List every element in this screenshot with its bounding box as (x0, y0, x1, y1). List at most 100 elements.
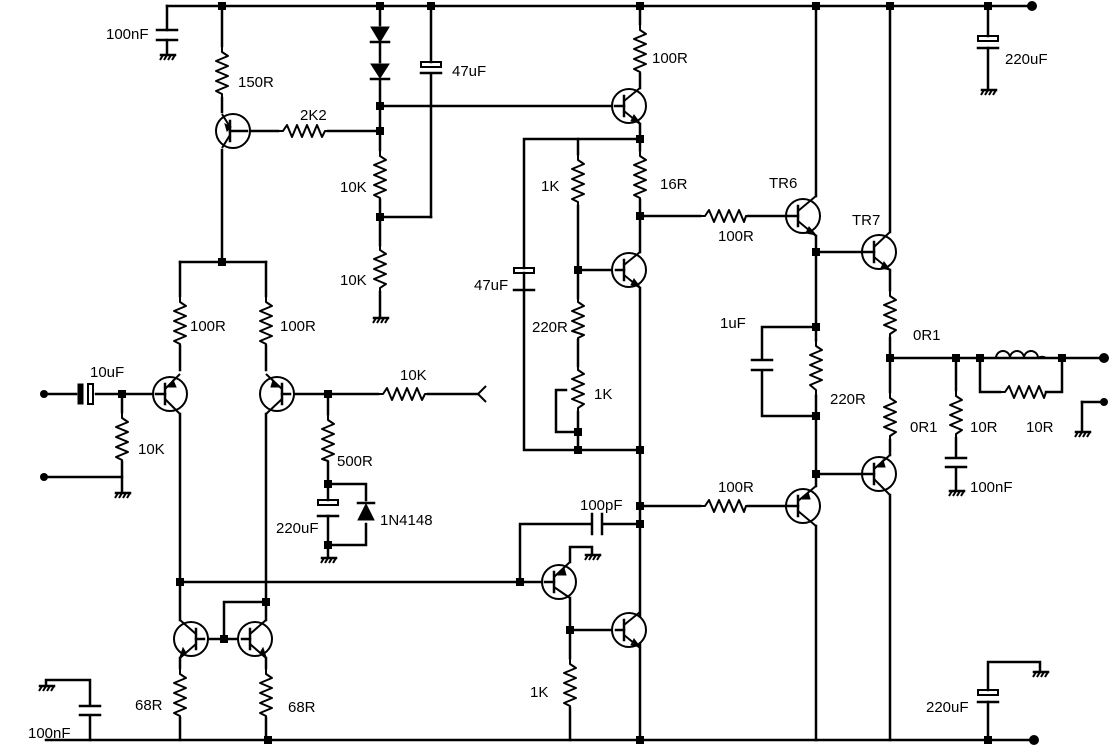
resistor-10k-feedback (378, 387, 428, 401)
transistor-vas (541, 561, 577, 600)
label-r-vbe-trim: 1K (594, 386, 612, 403)
transistor-lower-output (860, 454, 897, 496)
transistor-mirror-right (237, 619, 273, 659)
capacitor-47uf-bias (419, 61, 443, 75)
label-c-vbe-bypass: 47uF (474, 277, 508, 294)
transistor-tr7 (860, 231, 897, 271)
ground-icon (584, 553, 602, 561)
resistor-100r-driver (633, 24, 647, 74)
label-c-feedback: 220uF (276, 520, 319, 537)
label-c-compensation: 100pF (580, 497, 623, 514)
label-r-feedback: 10K (400, 367, 427, 384)
label-r-base-upper: 100R (718, 228, 754, 245)
label-r-driver-top: 100R (652, 50, 688, 67)
component-labels: 100nF 150R 2K2 47uF 10K 10K 100R 16R 1K … (28, 26, 1054, 742)
capacitors (77, 28, 1000, 717)
label-tr6: TR6 (769, 175, 797, 192)
wires (42, 4, 1106, 742)
label-r-mirror-right: 68R (288, 699, 316, 716)
transistor-diff-right (259, 373, 295, 415)
label-tr7: TR7 (852, 212, 880, 229)
diode-bias-upper (369, 26, 391, 64)
transistors (152, 87, 897, 659)
diode-bias-lower (369, 63, 391, 81)
diodes (356, 26, 391, 521)
label-r-driver-collector: 16R (660, 176, 688, 193)
transistor-ccs (215, 113, 251, 149)
terminal-input (40, 390, 48, 398)
resistor-10k-ref-upper (373, 150, 387, 200)
resistor-68r-right (259, 668, 273, 718)
label-r-diff-right: 100R (280, 318, 316, 335)
capacitor-100pf (590, 512, 604, 536)
ground-icon (159, 53, 177, 61)
resistor-16r (633, 150, 647, 200)
resistor-68r-left (173, 668, 187, 718)
ground-icon (948, 489, 966, 497)
ground-icon (1074, 430, 1092, 438)
label-r-vbe-lower: 220R (532, 319, 568, 336)
label-r-vbe-upper: 1K (541, 178, 559, 195)
resistor-0r1-upper (883, 290, 897, 338)
output-inductor (995, 350, 1047, 359)
resistor-100r-diff-left (173, 296, 187, 346)
capacitor-220uf-bottom-right (976, 689, 1000, 704)
resistor-220r-output (809, 340, 823, 396)
transistor-diff-left (152, 373, 188, 415)
ground-icon (980, 88, 998, 96)
ground-icon (372, 316, 390, 324)
terminal-output (1099, 353, 1109, 363)
capacitor-100nf-zobel (944, 456, 968, 469)
capacitor-10uf-input (77, 383, 94, 405)
label-r-diff-left: 100R (190, 318, 226, 335)
capacitor-100nf-top-left (155, 28, 179, 42)
capacitor-220uf-feedback (316, 499, 340, 518)
label-c-bias-bypass: 47uF (452, 63, 486, 80)
resistor-10r-zobel (949, 390, 963, 438)
ground-icon (320, 556, 338, 564)
resistor-2k2 (278, 124, 328, 138)
label-c-supply-bottom-right: 220uF (926, 699, 969, 716)
label-r-emitter-upper: 0R1 (913, 327, 941, 344)
ground-icon (1032, 670, 1050, 678)
resistor-10r-inductor (1000, 385, 1047, 399)
label-r-emitter-lower: 0R1 (910, 419, 938, 436)
label-c-input: 10uF (90, 364, 124, 381)
label-r-input-bias: 10K (138, 441, 165, 458)
terminal-supply-negative (1029, 735, 1039, 745)
transistor-vas-lower (611, 611, 647, 649)
label-c-zobel: 100nF (970, 479, 1013, 496)
resistor-100r-upper-base (700, 209, 748, 223)
diode-1n4148 (356, 501, 376, 521)
ground-icon (38, 684, 56, 692)
label-r-zobel: 10R (970, 419, 998, 436)
label-r-ccs-emitter: 150R (238, 74, 274, 91)
capacitor-47uf-vbe (512, 267, 536, 292)
label-r-ref-lower: 10K (340, 272, 367, 289)
resistor-0r1-lower (883, 392, 897, 440)
resistor-1k-vbe (571, 154, 585, 206)
resistor-500r (321, 414, 335, 462)
terminals (40, 1, 1109, 745)
transistor-vbe (611, 251, 647, 289)
label-d-clamp: 1N4148 (380, 512, 433, 529)
label-r-ccs-base: 2K2 (300, 107, 327, 124)
feedback-arrow-icon (476, 385, 487, 403)
resistor-1k-vas (563, 658, 577, 708)
junction-dots (118, 2, 1066, 744)
label-r-output-bias: 220R (830, 391, 866, 408)
transistor-driver-top (611, 87, 647, 125)
label-c-supply-top-right: 220uF (1005, 51, 1048, 68)
capacitor-100nf-bottom-left (78, 704, 102, 717)
label-r-base-lower: 100R (718, 479, 754, 496)
terminal-supply-positive (1027, 1, 1037, 11)
label-r-inductor-parallel: 10R (1026, 419, 1054, 436)
ground-icon (114, 491, 132, 499)
label-r-feedback-shunt: 500R (337, 453, 373, 470)
label-c-supply-top-left: 100nF (106, 26, 149, 43)
label-r-mirror-left: 68R (135, 697, 163, 714)
capacitor-1uf (750, 358, 774, 372)
resistor-100r-diff-right (259, 296, 273, 346)
resistor-10k-input (115, 412, 129, 462)
